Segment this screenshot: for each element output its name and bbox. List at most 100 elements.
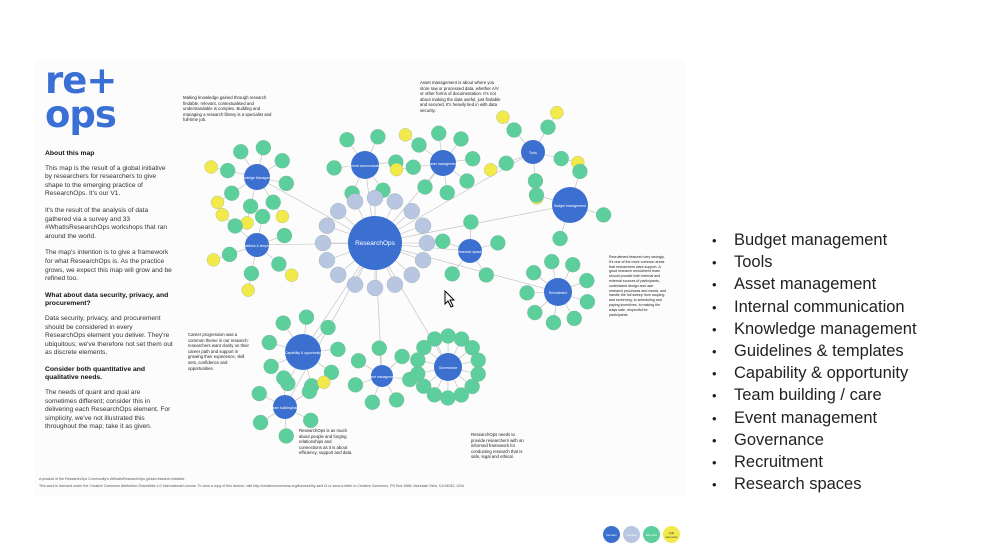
legend-context: Context: [623, 526, 640, 543]
context-node: [386, 276, 404, 293]
element-node: [271, 256, 287, 272]
hub-node: [371, 365, 393, 387]
sub-element-node: [215, 208, 229, 222]
element-node: [453, 387, 469, 403]
element-node: [347, 377, 364, 393]
note-knowledge: Making knowledge gained through research…: [183, 95, 272, 123]
sub-element-node: [317, 375, 331, 389]
element-node: [252, 414, 269, 431]
element-node: [464, 378, 480, 395]
element-node: [572, 163, 588, 180]
element-node: [394, 348, 410, 365]
topic-list: Budget managementToolsAsset managementIn…: [712, 229, 917, 495]
element-node: [453, 331, 470, 347]
hub-label: Asset management: [428, 162, 457, 166]
element-node: [330, 341, 346, 358]
element-node: [426, 387, 443, 403]
element-node: [233, 144, 249, 160]
legend-domain: Domain: [603, 526, 620, 543]
topic-list-item: Research spaces: [712, 473, 917, 495]
hub-label: Tools: [529, 151, 537, 155]
element-node: [255, 140, 272, 156]
sub-element-node: [285, 268, 299, 282]
element-node: [261, 334, 277, 351]
element-node: [339, 132, 355, 148]
legend-sub-element: Sub elements: [663, 526, 680, 543]
hub-node: [430, 150, 456, 176]
element-node: [527, 304, 543, 321]
element-node: [263, 358, 279, 375]
hub-node: [552, 187, 588, 223]
element-node: [370, 129, 386, 145]
element-node: [416, 339, 432, 356]
note-career: Career progression was a common theme in…: [188, 332, 249, 371]
element-node: [566, 310, 582, 327]
sub-element-node: [483, 163, 498, 177]
footer-license: This work is licensed under the Creative…: [39, 484, 465, 488]
quant-heading: Consider both quantitative and qualitati…: [45, 365, 146, 382]
element-node: [427, 331, 443, 347]
element-node: [278, 428, 294, 444]
topic-list-item: Budget management: [712, 229, 917, 251]
context-node: [346, 193, 364, 210]
about-heading: About this map: [45, 150, 95, 157]
element-node: [298, 309, 315, 325]
element-node: [220, 162, 236, 179]
element-node: [463, 214, 479, 230]
element-node: [465, 151, 481, 167]
hub-label: Knowledge Management: [238, 176, 276, 180]
element-node: [579, 272, 595, 289]
topic-list-item: Knowledge management: [712, 318, 917, 340]
hub-node: [434, 353, 462, 381]
element-node: [519, 285, 535, 301]
element-node: [371, 340, 387, 356]
hub-node: [521, 140, 545, 164]
element-node: [565, 257, 581, 273]
hub-label: Recruitment: [549, 291, 567, 295]
topic-list-item: Recruitment: [712, 451, 917, 473]
quant-paragraph: The needs of quant and qual are sometime…: [45, 389, 171, 431]
context-node: [414, 217, 432, 234]
element-node: [439, 185, 455, 201]
security-paragraph: Data security, privacy, and procurement …: [45, 314, 173, 357]
element-node: [464, 340, 480, 356]
legend-element: Element: [643, 526, 660, 543]
footer-credit: A product of the ResearchOps Community's…: [39, 477, 185, 481]
sub-element-node: [204, 160, 218, 174]
element-node: [410, 352, 426, 368]
map-link: [374, 242, 559, 293]
element-node: [411, 137, 427, 153]
element-node: [490, 235, 506, 251]
sub-element-node: [210, 195, 225, 210]
element-node: [274, 153, 290, 169]
element-node: [301, 383, 318, 400]
element-node: [440, 328, 456, 344]
element-node: [326, 160, 342, 176]
element-node: [540, 119, 556, 135]
element-node: [444, 266, 460, 282]
about-panel: About this map This map is the result of…: [45, 150, 173, 440]
element-node: [506, 122, 522, 138]
element-node: [595, 207, 612, 223]
element-node: [278, 175, 294, 192]
element-node: [526, 265, 542, 281]
element-node: [265, 194, 281, 210]
element-node: [435, 233, 451, 249]
sub-element-node: [550, 105, 564, 120]
element-node: [544, 253, 560, 270]
element-node: [417, 179, 433, 195]
security-heading: What about data security, privacy, and p…: [45, 291, 169, 308]
sub-element-node: [206, 253, 221, 267]
element-node: [242, 198, 259, 214]
element-node: [405, 159, 421, 175]
context-node: [386, 193, 404, 210]
about-paragraph: It's the result of the analysis of data …: [45, 206, 168, 240]
footer: A product of the ResearchOps Community's…: [39, 476, 599, 490]
context-node: [418, 234, 436, 252]
element-node: [227, 218, 243, 234]
element-node: [320, 319, 336, 336]
context-node: [346, 276, 364, 293]
element-node: [303, 412, 319, 429]
context-node: [314, 234, 332, 252]
